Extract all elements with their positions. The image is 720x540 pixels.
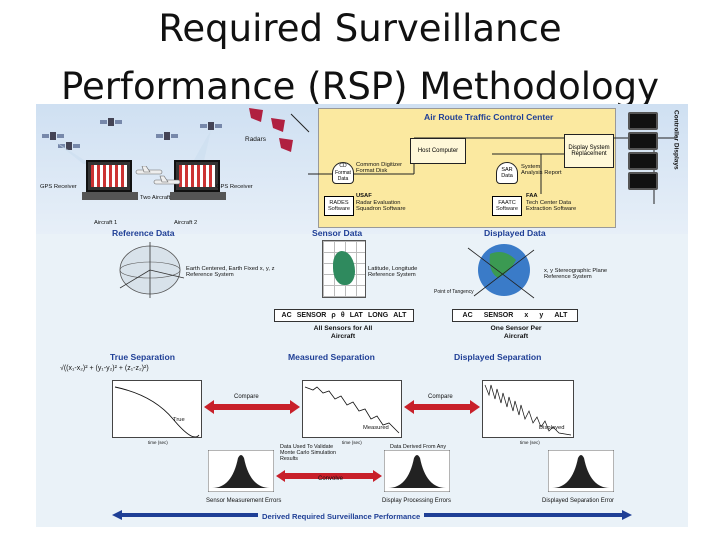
measured-curve-label: Measured bbox=[363, 425, 389, 431]
satellite-icon bbox=[42, 132, 64, 140]
lat-long-label: Latitude, Longitude Reference System bbox=[368, 266, 418, 279]
sar-data-box: SAR Data bbox=[496, 162, 518, 184]
compare-arrow-right bbox=[404, 400, 480, 414]
field-ac: AC bbox=[462, 312, 473, 319]
stereographic-label: x, y Stereographic Plane Reference Syste… bbox=[544, 268, 608, 281]
airplane-icon bbox=[153, 175, 181, 185]
title-line-1: Required Surveillance bbox=[158, 7, 562, 50]
displayed-separation-error-histogram bbox=[548, 450, 614, 492]
display-system-box: Display System Replacement bbox=[564, 134, 614, 168]
two-aircraft-label: Two Aircraft bbox=[140, 195, 171, 201]
common-digitizer-label: Common Digitizer Format Disk bbox=[356, 162, 403, 175]
field-theta: θ bbox=[340, 312, 345, 319]
compare-arrow-left bbox=[204, 400, 300, 414]
field-long: LONG bbox=[367, 312, 389, 319]
sar-description: System Analysis Report bbox=[521, 164, 562, 177]
field-alt: ALT bbox=[554, 312, 568, 319]
laptop-1-base bbox=[82, 192, 138, 200]
usaf-label: USAF bbox=[356, 193, 372, 199]
monitor-icon bbox=[628, 172, 658, 190]
displayed-separation-graph: Displayed bbox=[482, 380, 574, 438]
displayed-separation-header: Displayed Separation bbox=[454, 352, 542, 362]
gps-receiver-2-label: GPS Receiver bbox=[216, 184, 253, 190]
radars-label: Radars bbox=[245, 136, 266, 143]
field-sensor: SENSOR bbox=[483, 312, 514, 319]
host-computer-box: Host Computer bbox=[410, 138, 466, 164]
display-errors-label: Display Processing Errors bbox=[382, 498, 452, 504]
field-sensor: SENSOR bbox=[296, 312, 327, 319]
satellite-icon bbox=[200, 122, 222, 130]
controller-displays-label: Controller Displays bbox=[672, 110, 680, 170]
radar-icon bbox=[271, 118, 285, 132]
field-ac: AC bbox=[281, 312, 292, 319]
all-sensors-caption: All Sensors for All Aircraft bbox=[313, 325, 373, 340]
lat-long-map bbox=[322, 240, 366, 298]
point-of-tangency-label: Point of Tangency bbox=[434, 289, 474, 295]
laptop-1-icon bbox=[86, 160, 132, 192]
true-separation-header: True Separation bbox=[110, 352, 175, 362]
faa-label: FAA bbox=[526, 193, 538, 199]
satellite-icon bbox=[100, 118, 122, 126]
monitor-icon bbox=[628, 112, 658, 130]
monitor-icon bbox=[628, 152, 658, 170]
convolve-arrow bbox=[276, 470, 382, 482]
cd-format-data-box: CD Format Data bbox=[332, 162, 354, 184]
convolve-label: Convolve bbox=[318, 476, 344, 482]
sensor-error-histogram bbox=[208, 450, 274, 492]
reference-data-header: Reference Data bbox=[112, 228, 175, 238]
field-alt: ALT bbox=[393, 312, 407, 319]
displayed-separation-error-label: Displayed Separation Error bbox=[542, 498, 615, 504]
radar-icon bbox=[249, 108, 263, 122]
compare-right-label: Compare bbox=[428, 394, 453, 400]
airplane-icon bbox=[135, 166, 163, 175]
compare-left-label: Compare bbox=[234, 394, 259, 400]
measured-separation-graph: Measured bbox=[302, 380, 402, 438]
artcc-panel bbox=[318, 108, 616, 228]
field-lat: LAT bbox=[349, 312, 363, 319]
radar-icon bbox=[279, 138, 293, 152]
display-error-histogram bbox=[384, 450, 450, 492]
radars-group bbox=[249, 108, 310, 152]
footer-label: Derived Required Surveillance Performanc… bbox=[258, 512, 425, 521]
field-rho: ρ bbox=[331, 312, 336, 319]
time-axis-label-1: time (sec) bbox=[148, 440, 168, 445]
one-sensor-strip: AC SENSOR x y ALT bbox=[452, 309, 578, 322]
earth-centered-label: Earth Centered, Earth Fixed x, y, z Refe… bbox=[186, 266, 275, 279]
aircraft-1-label: Aircraft 1 bbox=[94, 220, 118, 226]
time-axis-label-2: time (sec) bbox=[342, 440, 362, 445]
controller-displays bbox=[626, 110, 660, 202]
slide-title: Required Surveillance Performance (RSP) … bbox=[0, 0, 720, 116]
aircraft-2-label: Aircraft 2 bbox=[174, 220, 198, 226]
validate-note: Data Used To Validate Monte Carlo Simula… bbox=[280, 444, 337, 462]
methodology-figure: Radars GPS Receiver GPS Receiver Two Air… bbox=[36, 104, 688, 527]
field-x: x bbox=[524, 312, 529, 319]
laptop-2-icon bbox=[174, 160, 220, 192]
one-sensor-caption: One Sensor Per Aircraft bbox=[490, 325, 542, 340]
distance-formula: √((x₁-x₂)² + (y₁-y₂)² + (z₁-z₂)²) bbox=[60, 365, 149, 372]
laptop-2-base bbox=[170, 192, 226, 200]
satellite-icon bbox=[156, 132, 178, 140]
monitor-icon bbox=[628, 132, 658, 150]
measured-separation-header: Measured Separation bbox=[288, 352, 375, 362]
true-curve-label: True bbox=[173, 417, 185, 423]
displayed-data-header: Displayed Data bbox=[484, 228, 546, 238]
rades-software-box: RADES Software bbox=[324, 196, 354, 216]
aircraft-icons bbox=[135, 166, 181, 185]
gps-receiver-1-label: GPS Receiver bbox=[40, 184, 77, 190]
time-axis-label-3: time (sec) bbox=[520, 440, 540, 445]
stereographic-globe-icon bbox=[467, 244, 535, 299]
faatc-software-box: FAATC Software bbox=[492, 196, 522, 216]
displayed-curve-label: Displayed bbox=[539, 425, 565, 431]
sensor-errors-label: Sensor Measurement Errors bbox=[206, 498, 282, 504]
title-line-2: Performance (RSP) Methodology bbox=[60, 65, 660, 108]
satellites-group bbox=[42, 118, 222, 164]
faa-description: Tech Center Data Extraction Software bbox=[526, 200, 577, 213]
usaf-description: Radar Evaluation Squadron Software bbox=[356, 200, 406, 213]
sensor-data-header: Sensor Data bbox=[312, 228, 363, 238]
artcc-title: Air Route Traffic Control Center bbox=[424, 112, 554, 122]
field-y: y bbox=[539, 312, 544, 319]
ecef-globe-icon bbox=[119, 242, 185, 298]
true-separation-graph: True bbox=[112, 380, 202, 438]
